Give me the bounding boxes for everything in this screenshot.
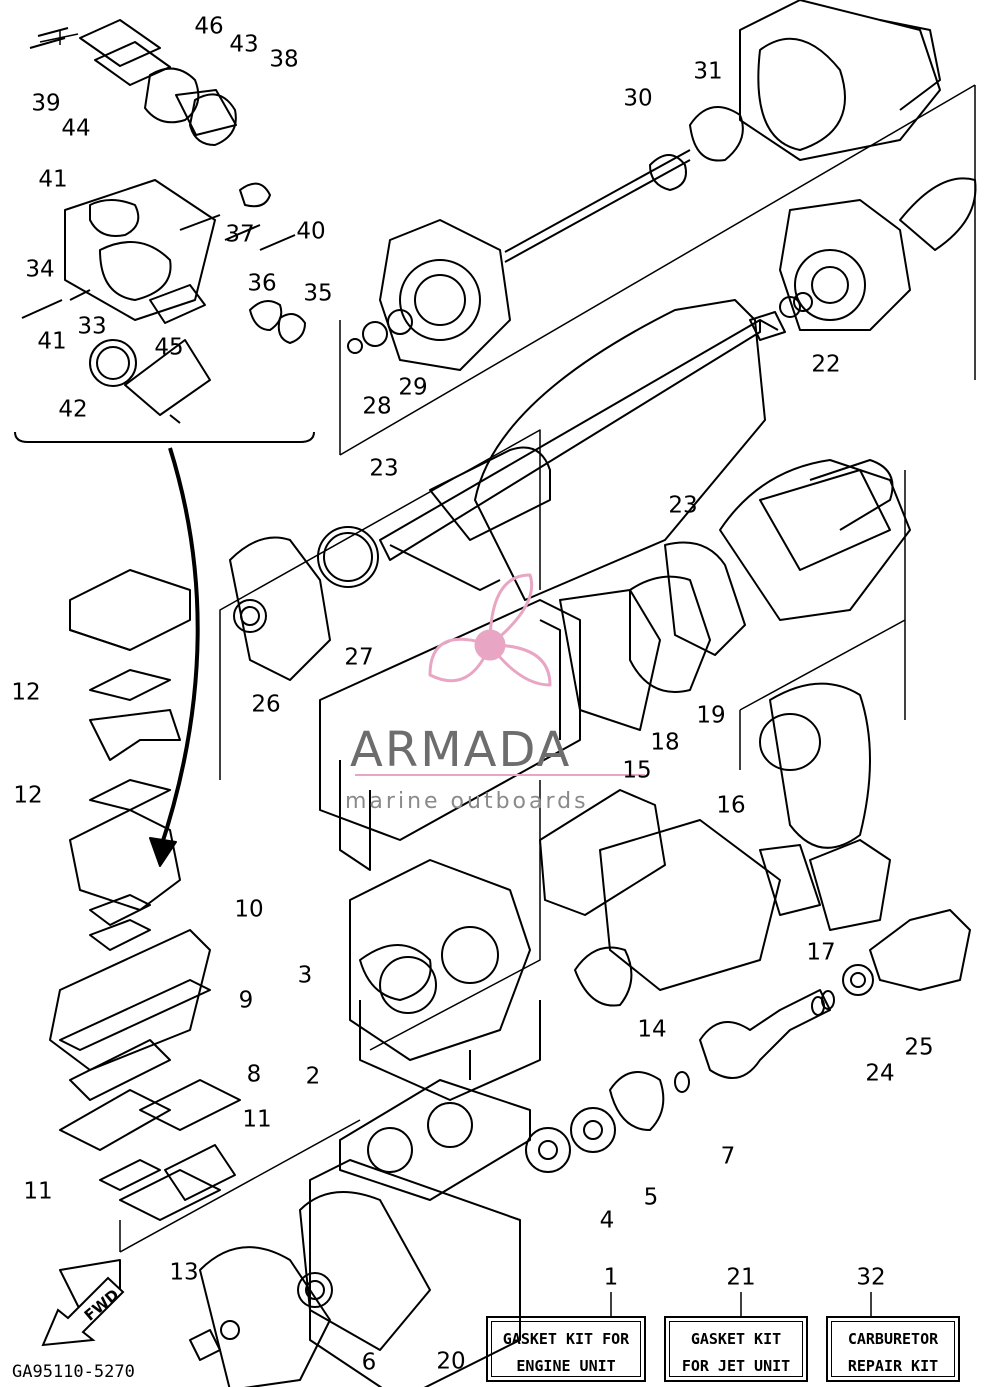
callout-23: 23 bbox=[668, 492, 698, 519]
callout-15: 15 bbox=[622, 757, 652, 784]
callout-42: 42 bbox=[58, 396, 88, 423]
callout-2: 2 bbox=[305, 1063, 321, 1090]
kit-leaders bbox=[610, 1292, 872, 1316]
callout-41: 41 bbox=[38, 166, 68, 193]
kit-32-line-1: CARBURETOR bbox=[847, 1330, 939, 1348]
callout-25: 25 bbox=[904, 1034, 934, 1061]
callout-31: 31 bbox=[693, 58, 723, 85]
fwd-arrow-icon bbox=[41, 1276, 125, 1347]
callout-7: 7 bbox=[720, 1143, 736, 1170]
kit-box-1: GASKET KIT FOR ENGINE UNIT bbox=[486, 1316, 646, 1382]
kit-1-line-2: ENGINE UNIT bbox=[516, 1357, 616, 1375]
callout-30: 30 bbox=[623, 85, 653, 112]
callout-24: 24 bbox=[865, 1060, 895, 1087]
kit-21-line-1: GASKET KIT bbox=[690, 1330, 782, 1348]
coupling-parts bbox=[525, 909, 971, 1173]
kit-32-line-2: REPAIR KIT bbox=[847, 1357, 939, 1375]
left-column-parts bbox=[49, 569, 361, 1387]
kit-box-32: CARBURETOR REPAIR KIT bbox=[826, 1316, 960, 1382]
callout-17: 17 bbox=[806, 939, 836, 966]
callout-33: 33 bbox=[77, 313, 107, 340]
callout-37: 37 bbox=[225, 221, 255, 248]
callout-26: 26 bbox=[251, 691, 281, 718]
callout-6: 6 bbox=[361, 1349, 377, 1376]
callout-11: 11 bbox=[242, 1106, 272, 1133]
jet-pump-assembly bbox=[339, 0, 977, 456]
callout-27: 27 bbox=[344, 644, 374, 671]
watermark-logo bbox=[355, 573, 645, 776]
kit-21-line-2: FOR JET UNIT bbox=[681, 1357, 791, 1375]
callout-40: 40 bbox=[296, 218, 326, 245]
callout-22: 22 bbox=[811, 351, 841, 378]
callout-12: 12 bbox=[11, 679, 41, 706]
callout-13: 13 bbox=[169, 1259, 199, 1286]
callout-8: 8 bbox=[246, 1061, 262, 1088]
callout-9: 9 bbox=[238, 987, 254, 1014]
callout-10: 10 bbox=[234, 896, 264, 923]
kit-box-21: GASKET KIT FOR JET UNIT bbox=[664, 1316, 808, 1382]
callout-19: 19 bbox=[696, 702, 726, 729]
callout-35: 35 bbox=[303, 280, 333, 307]
callout-21: 21 bbox=[726, 1264, 756, 1291]
callout-20: 20 bbox=[436, 1348, 466, 1375]
callout-44: 44 bbox=[61, 115, 91, 142]
callout-28: 28 bbox=[362, 393, 392, 420]
pump-housing bbox=[379, 299, 911, 931]
callout-46: 46 bbox=[194, 13, 224, 40]
callout-4: 4 bbox=[599, 1207, 615, 1234]
callout-18: 18 bbox=[650, 729, 680, 756]
watermark-brand: ARMADA bbox=[350, 722, 572, 778]
callout-34: 34 bbox=[25, 256, 55, 283]
callout-38: 38 bbox=[269, 46, 299, 73]
callout-39: 39 bbox=[31, 90, 61, 117]
kit-1-line-1: GASKET KIT FOR bbox=[502, 1330, 630, 1348]
callout-14: 14 bbox=[637, 1016, 667, 1043]
callout-43: 43 bbox=[229, 31, 259, 58]
carburetor-inset bbox=[14, 19, 315, 443]
callout-5: 5 bbox=[643, 1184, 659, 1211]
callout-16: 16 bbox=[716, 792, 746, 819]
callout-41: 41 bbox=[37, 328, 67, 355]
engine-center bbox=[219, 429, 781, 1387]
callout-32: 32 bbox=[856, 1264, 886, 1291]
callout-45: 45 bbox=[154, 334, 184, 361]
callout-1: 1 bbox=[603, 1264, 619, 1291]
callout-3: 3 bbox=[297, 962, 313, 989]
callout-29: 29 bbox=[398, 374, 428, 401]
callout-11: 11 bbox=[23, 1178, 53, 1205]
callout-36: 36 bbox=[247, 270, 277, 297]
callout-23: 23 bbox=[369, 455, 399, 482]
watermark-tagline: marine outboards bbox=[345, 789, 589, 814]
drawing-code: GA95110-5270 bbox=[12, 1362, 135, 1382]
reference-arrow bbox=[149, 447, 200, 867]
callout-12: 12 bbox=[13, 782, 43, 809]
